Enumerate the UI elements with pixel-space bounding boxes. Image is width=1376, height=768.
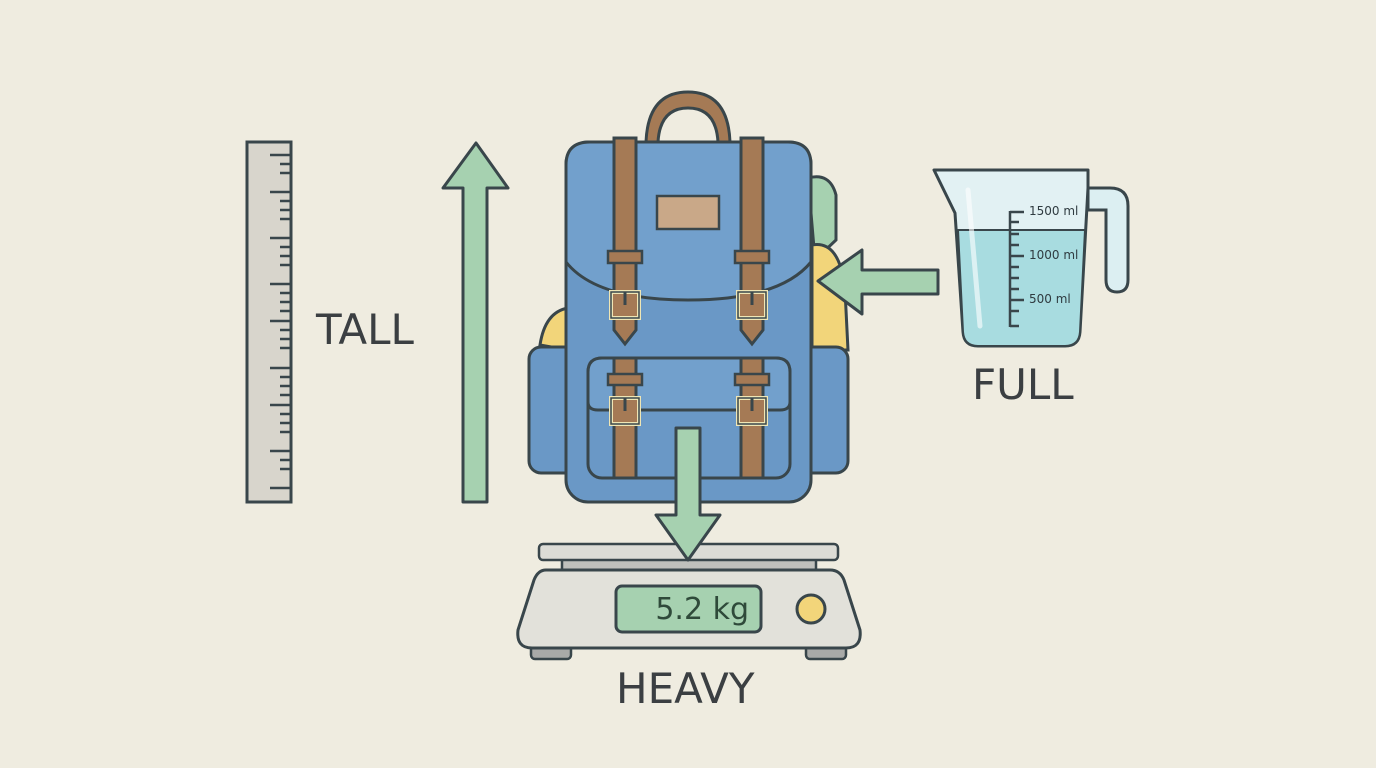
down-arrow-icon — [654, 426, 722, 562]
label-heavy: HEAVY — [616, 664, 755, 713]
measuring-cup-icon — [932, 168, 1130, 348]
cup-mark-1500: 1500 ml — [1029, 204, 1079, 218]
label-full: FULL — [972, 360, 1074, 409]
scale-reading: 5.2 kg — [655, 591, 749, 627]
up-arrow-icon — [441, 141, 510, 504]
label-tall: TALL — [316, 305, 414, 354]
cup-mark-1000: 1000 ml — [1029, 248, 1079, 262]
cup-mark-500: 500 ml — [1029, 292, 1071, 306]
left-arrow-icon — [816, 248, 940, 316]
ruler-icon — [245, 140, 293, 504]
